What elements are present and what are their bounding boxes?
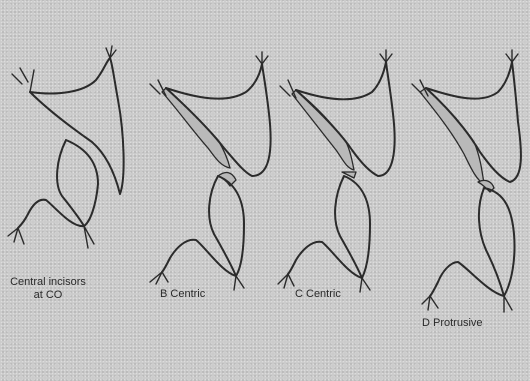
panel-b-incisors xyxy=(150,52,271,290)
panel-c-upper-incisor xyxy=(280,50,395,176)
panel-c-incisors xyxy=(278,50,395,292)
panel-d-incisors xyxy=(412,50,521,312)
panel-d-lower-incisor xyxy=(422,180,515,312)
panel-a-incisors xyxy=(8,46,124,248)
panel-a-upper-incisor xyxy=(12,46,124,194)
panel-b-upper-incisor xyxy=(150,52,271,176)
panel-d-upper-incisor xyxy=(412,50,521,184)
panel-a-lower-incisor xyxy=(8,140,98,248)
caption-b-centric: B Centric xyxy=(160,288,205,301)
caption-central-incisors-co: Central incisors at CO xyxy=(8,276,88,302)
caption-d-protrusive: D Protrusive xyxy=(422,317,483,330)
panel-c-lower-incisor xyxy=(278,172,370,292)
caption-c-centric: C Centric xyxy=(295,288,341,301)
panel-b-lower-incisor xyxy=(150,173,244,290)
